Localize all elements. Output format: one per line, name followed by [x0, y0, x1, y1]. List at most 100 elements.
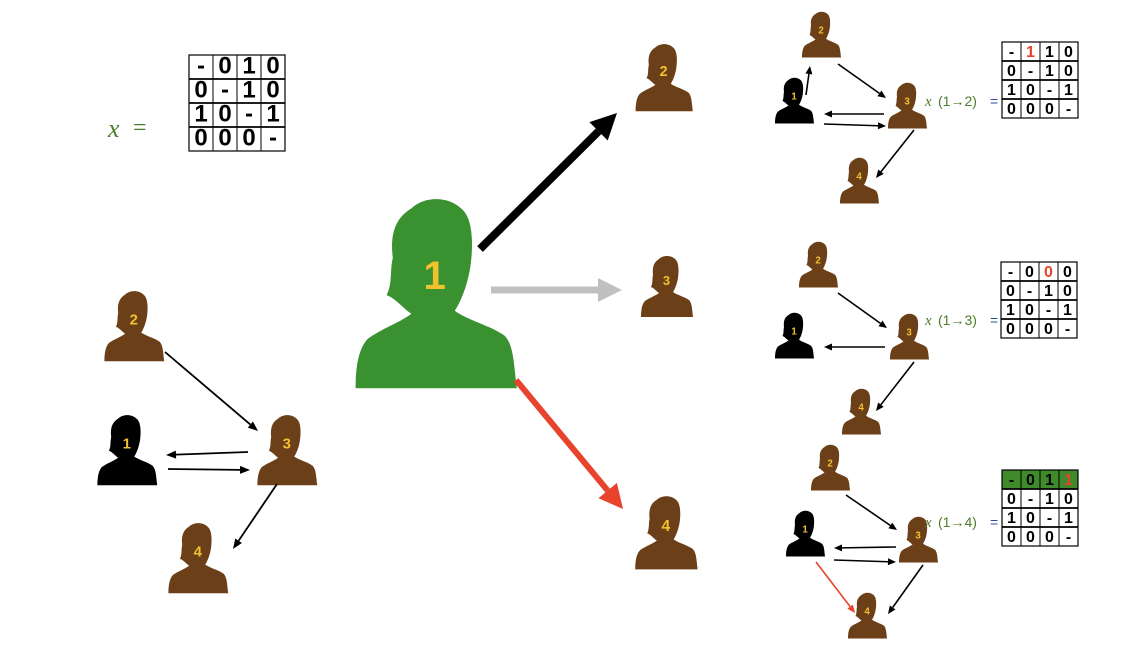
arrow-3-to-4 [888, 564, 924, 614]
person-2: 2 [799, 241, 838, 288]
base-network-graph: 2 1 3 4 [97, 291, 318, 594]
person-number: 3 [283, 436, 291, 453]
matrix-cell: 0 [194, 125, 207, 152]
person-3: 3 [257, 415, 318, 486]
person-number: 2 [815, 256, 821, 267]
matrix-cell: 0 [1063, 283, 1072, 300]
arrow-3-to-1 [166, 450, 249, 459]
matrix-cell: 0 [1026, 82, 1035, 99]
matrix-cell: 0 [218, 125, 231, 152]
outcome-label: x(1→4)= [924, 514, 998, 531]
person-number: 1 [791, 327, 797, 338]
matrix-cell: 0 [1064, 63, 1073, 80]
person-1: 1 [775, 312, 814, 359]
person-3: 3 [890, 313, 929, 360]
outcome-variable: x [924, 515, 932, 531]
person-4: 4 [842, 388, 881, 435]
matrix-cell: - [221, 77, 229, 104]
choice-target-4: 4 [635, 496, 698, 570]
base-network: 2 1 3 4 [97, 291, 318, 594]
arrow-3-to-1 [824, 110, 884, 118]
matrix-cell: 1 [1007, 510, 1016, 527]
person-number: 3 [663, 273, 670, 288]
matrix-cell: 1 [194, 101, 207, 128]
matrix-cell: 0 [242, 125, 255, 152]
matrix-cell: - [1047, 510, 1052, 527]
arrow-3-to-4 [876, 361, 915, 411]
outcome-label: x(1→3)= [924, 312, 998, 329]
matrix-cell: 0 [266, 77, 279, 104]
person-number: 2 [130, 312, 138, 329]
person-number: 4 [864, 607, 870, 618]
person-number: 3 [915, 531, 921, 542]
person-1: 1 [97, 415, 158, 486]
person-4: 4 [848, 592, 887, 639]
matrix-cell: - [1046, 302, 1051, 319]
arrow-1-to-3 [167, 465, 250, 474]
matrix-cell: 0 [1006, 283, 1015, 300]
outcome-variable: x [924, 94, 932, 110]
matrix-cell: 0 [1007, 491, 1016, 508]
arrow-1-to-3 [823, 122, 886, 130]
matrix-cell: - [197, 53, 205, 80]
matrix-cell: - [1009, 44, 1014, 61]
center-actor: 1 [355, 199, 517, 389]
matrix-cell: 0 [1006, 321, 1015, 338]
outcome-change: (1→4) [938, 514, 977, 530]
matrix-cell: 0 [1044, 321, 1053, 338]
person-1: 1 [775, 77, 814, 124]
arrow-2-to-3 [837, 63, 886, 98]
choice-target-3: 3 [641, 256, 693, 317]
person-number: 4 [858, 403, 864, 414]
base-matrix-equals: = [133, 115, 147, 141]
matrix-cell: - [1065, 321, 1070, 338]
person-number: 1 [423, 253, 445, 298]
arrow-3-to-1 [834, 544, 897, 552]
person-2: 2 [811, 444, 850, 491]
matrix-cell: 1 [1064, 82, 1073, 99]
arrow-2-to-3 [837, 292, 887, 328]
outcome-change: (1→3) [938, 312, 977, 328]
matrix-cell: 1 [1045, 472, 1054, 489]
choice-arrow-to-4 [513, 378, 623, 509]
matrix-cell: - [1028, 491, 1033, 508]
person-number: 1 [123, 436, 131, 453]
matrix-cell: 0 [1007, 529, 1016, 546]
arrow-2-to-3 [164, 351, 258, 431]
matrix-cell: - [1008, 264, 1013, 281]
matrix-cell: 1 [1063, 302, 1072, 319]
matrix-cell: 0 [194, 77, 207, 104]
choice-target-2: 2 [635, 44, 693, 112]
matrix-cell: 1 [1064, 510, 1073, 527]
matrix-cell: 0 [1045, 529, 1054, 546]
matrix-cell: - [1066, 101, 1071, 118]
person-2: 2 [802, 11, 841, 58]
arrow-2-to-3 [845, 494, 897, 530]
matrix-cell: - [245, 101, 253, 128]
matrix-cell: 0 [1044, 264, 1053, 281]
matrix-cell: 1 [1064, 472, 1073, 489]
matrix-cell: - [1027, 283, 1032, 300]
matrix-cell: 1 [242, 53, 255, 80]
base-matrix-variable: x [107, 114, 120, 143]
new-arrow-1-to-4 [815, 561, 855, 613]
matrix-cell: 0 [218, 101, 231, 128]
matrix-cell: 0 [1045, 101, 1054, 118]
matrix-cell: 0 [218, 53, 231, 80]
matrix-cell: 1 [1045, 63, 1054, 80]
choice-arrow-to-2 [477, 113, 617, 252]
person-4: 4 [168, 523, 229, 594]
matrix-cell: 0 [1025, 302, 1034, 319]
matrix-cell: 1 [1045, 44, 1054, 61]
matrix-cell: 0 [266, 53, 279, 80]
matrix-cell: - [1066, 529, 1071, 546]
matrix-cell: 0 [1064, 491, 1073, 508]
person-number: 4 [194, 544, 203, 561]
